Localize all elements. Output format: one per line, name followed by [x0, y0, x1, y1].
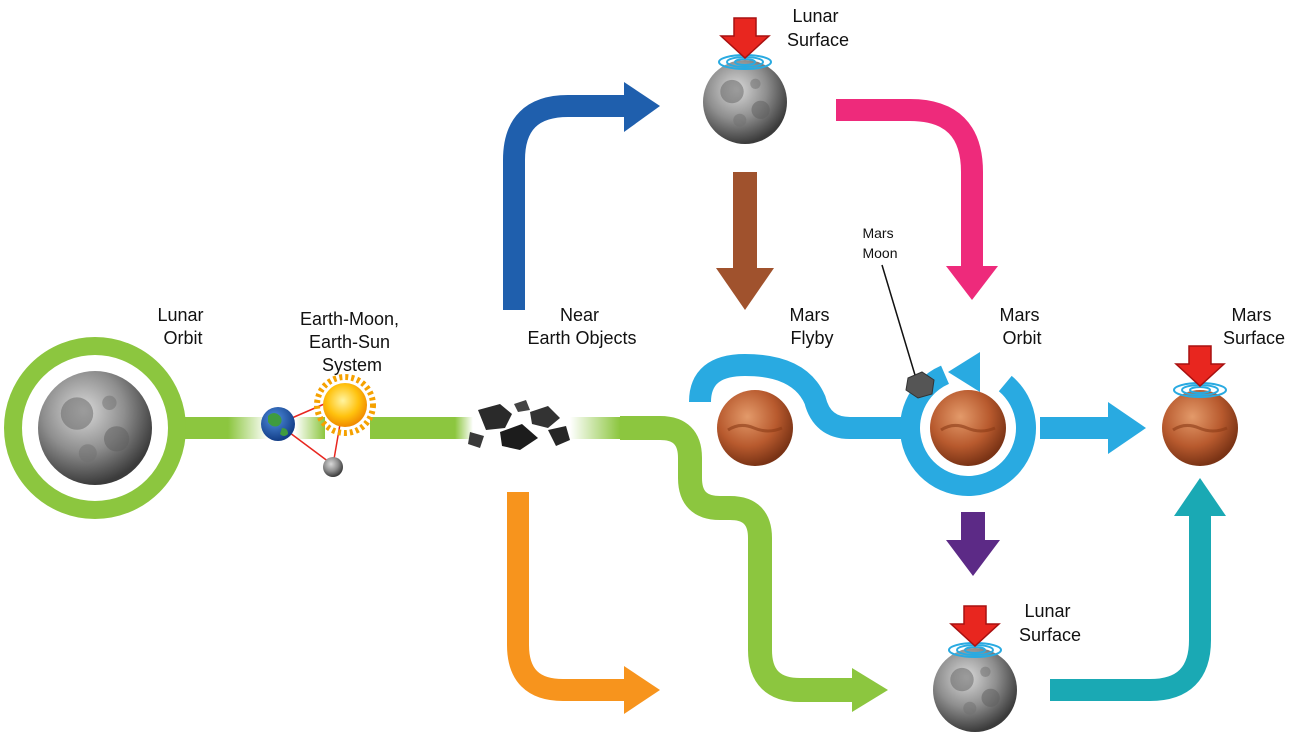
- mars-surface-label: Mars Surface: [1223, 305, 1285, 348]
- sun-icon: [314, 374, 376, 436]
- mars-flyby-label: Mars Flyby: [789, 305, 834, 348]
- asteroids-icon: [468, 400, 570, 450]
- lunar-surface-top-node: [703, 17, 787, 144]
- orange-path: [507, 492, 660, 714]
- mars-orbit-planet: [930, 390, 1006, 466]
- pink-path: [836, 99, 998, 300]
- earth-sun-system-node: [261, 374, 376, 477]
- blue-path: [503, 82, 660, 310]
- mars-orbit-label: Mars Orbit: [999, 305, 1044, 348]
- earth-moon-system-label: Earth-Moon, Earth-Sun System: [300, 309, 404, 375]
- lunar-surface-bottom-label: Lunar Surface: [1019, 601, 1081, 645]
- landing-arrow-icon: [1175, 345, 1225, 387]
- lunar-surface-top-label: Lunar Surface: [787, 6, 849, 50]
- lunar-orbit-node: [4, 337, 186, 519]
- lunar-orbit-label: Lunar Orbit: [157, 305, 208, 348]
- small-moon-icon: [323, 457, 343, 477]
- lunar-surface-bottom-node: [933, 605, 1017, 732]
- brown-arrow: [716, 172, 774, 310]
- cyan-path: [689, 352, 1146, 496]
- mars-moon-label: Mars Moon: [862, 225, 897, 261]
- orbit-ring: [4, 337, 186, 519]
- landing-arrow-icon: [720, 17, 770, 59]
- moon-icon: [703, 60, 787, 144]
- green-arrowhead: [852, 668, 888, 712]
- mars-surface-node: [1162, 345, 1238, 466]
- purple-arrow: [946, 512, 1000, 576]
- landing-arrow-icon: [950, 605, 1000, 647]
- teal-path: [1050, 478, 1226, 701]
- near-earth-objects-label: Near Earth Objects: [527, 305, 636, 348]
- cyan-arrowhead: [1108, 402, 1146, 454]
- green-main-path: [178, 416, 888, 712]
- moon-icon: [933, 648, 1017, 732]
- mars-flyby-planet: [717, 390, 793, 466]
- mars-moon-icon: [881, 264, 935, 399]
- moon-icon: [38, 371, 152, 485]
